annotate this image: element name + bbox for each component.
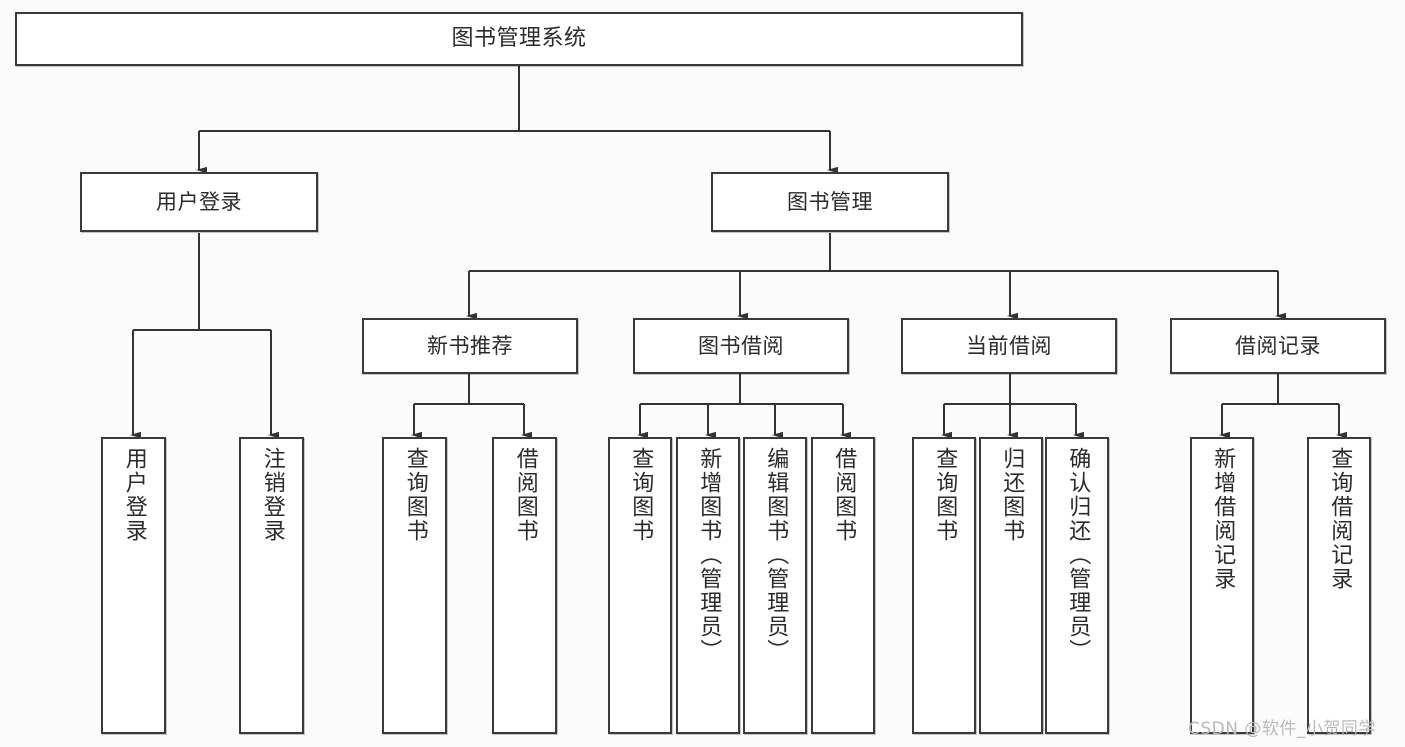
node-leaf-user-login-label: 用户登录 bbox=[121, 447, 147, 543]
node-leaf-add-record-label: 新增借阅记录 bbox=[1210, 447, 1236, 591]
node-leaf-query-book-1[interactable]: 查询图书 bbox=[382, 437, 447, 734]
node-leaf-confirm-return-label: 确认归还（管理员） bbox=[1065, 447, 1091, 663]
node-leaf-query-record-label: 查询借阅记录 bbox=[1327, 447, 1353, 591]
node-new-book-recommend-label: 新书推荐 bbox=[427, 333, 513, 358]
node-leaf-return-book[interactable]: 归还图书 bbox=[979, 437, 1043, 734]
node-leaf-borrow-book-1[interactable]: 借阅图书 bbox=[492, 437, 557, 734]
node-current-borrow[interactable]: 当前借阅 bbox=[901, 318, 1117, 374]
node-leaf-query-record[interactable]: 查询借阅记录 bbox=[1307, 437, 1371, 734]
node-leaf-query-book-2[interactable]: 查询图书 bbox=[608, 437, 672, 734]
node-leaf-confirm-return[interactable]: 确认归还（管理员） bbox=[1045, 437, 1109, 734]
node-root-label: 图书管理系统 bbox=[451, 26, 587, 52]
node-leaf-add-book[interactable]: 新增图书（管理员） bbox=[676, 437, 740, 734]
node-leaf-add-book-label: 新增图书（管理员） bbox=[696, 447, 722, 663]
node-borrow-record[interactable]: 借阅记录 bbox=[1170, 318, 1386, 374]
node-borrow-record-label: 借阅记录 bbox=[1235, 333, 1321, 358]
node-leaf-user-login[interactable]: 用户登录 bbox=[101, 437, 166, 734]
node-leaf-query-book-3[interactable]: 查询图书 bbox=[912, 437, 976, 734]
node-leaf-add-record[interactable]: 新增借阅记录 bbox=[1190, 437, 1254, 734]
watermark-text: CSDN @软件_小贺同学 bbox=[1188, 719, 1376, 739]
node-leaf-borrow-book-1-label: 借阅图书 bbox=[512, 447, 538, 543]
node-leaf-query-book-1-label: 查询图书 bbox=[402, 447, 428, 543]
node-book-manage[interactable]: 图书管理 bbox=[711, 172, 949, 232]
node-user-login-label: 用户登录 bbox=[156, 189, 242, 214]
node-leaf-logout-login-label: 注销登录 bbox=[259, 447, 285, 543]
node-root[interactable]: 图书管理系统 bbox=[15, 12, 1023, 66]
node-current-borrow-label: 当前借阅 bbox=[966, 333, 1052, 358]
node-book-borrow[interactable]: 图书借阅 bbox=[633, 318, 849, 374]
node-leaf-borrow-book-2-label: 借阅图书 bbox=[831, 447, 857, 543]
node-new-book-recommend[interactable]: 新书推荐 bbox=[362, 318, 578, 374]
node-leaf-edit-book[interactable]: 编辑图书（管理员） bbox=[743, 437, 807, 734]
node-user-login[interactable]: 用户登录 bbox=[80, 172, 318, 232]
node-leaf-logout-login[interactable]: 注销登录 bbox=[239, 437, 304, 734]
node-leaf-borrow-book-2[interactable]: 借阅图书 bbox=[811, 437, 875, 734]
node-leaf-query-book-3-label: 查询图书 bbox=[932, 447, 958, 543]
node-book-manage-label: 图书管理 bbox=[787, 189, 873, 214]
node-leaf-edit-book-label: 编辑图书（管理员） bbox=[763, 447, 789, 663]
node-leaf-return-book-label: 归还图书 bbox=[999, 447, 1025, 543]
node-book-borrow-label: 图书借阅 bbox=[698, 333, 784, 358]
node-leaf-query-book-2-label: 查询图书 bbox=[628, 447, 654, 543]
